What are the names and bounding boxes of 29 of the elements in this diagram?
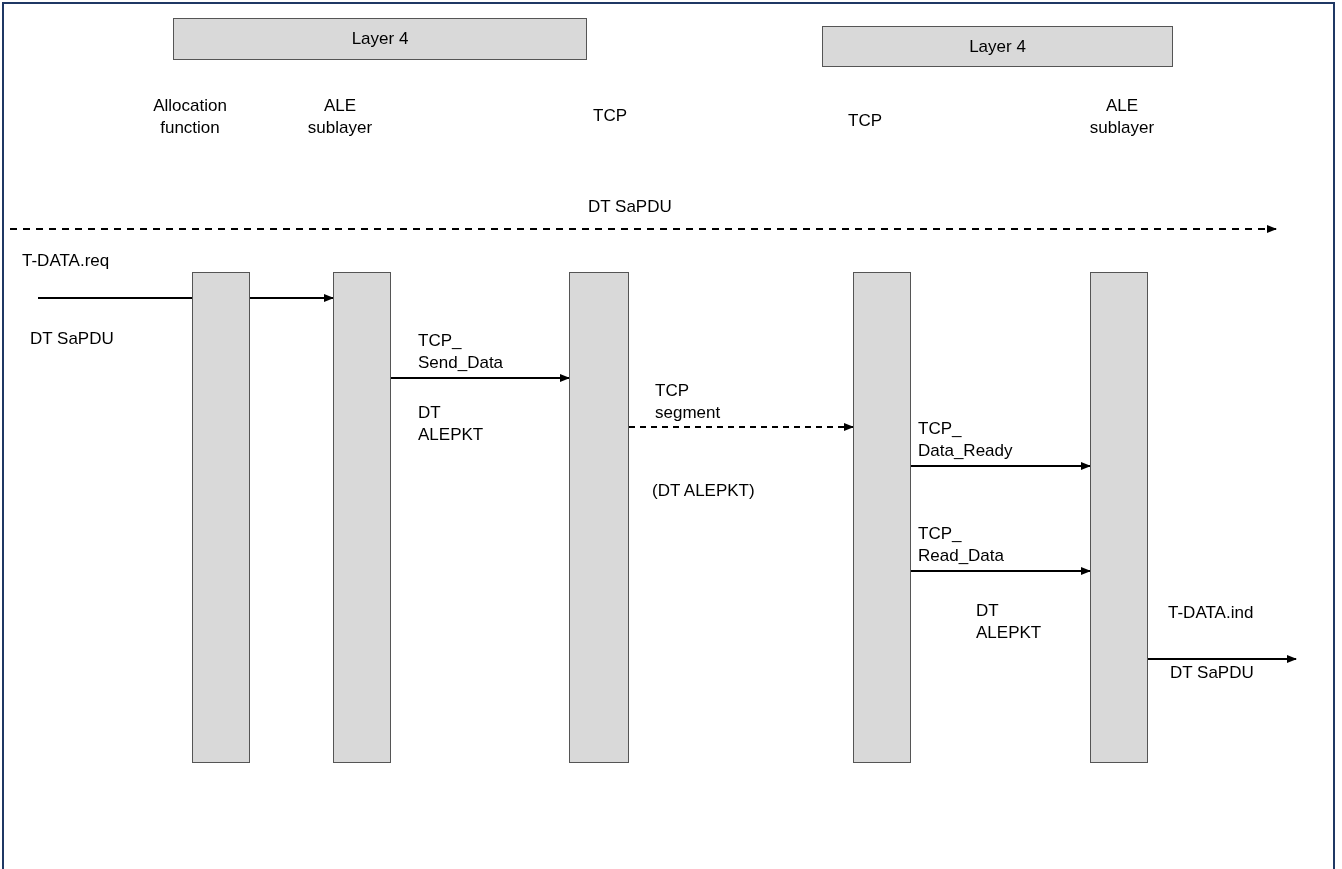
- edge-label: TCP_ Read_Data: [918, 523, 1005, 567]
- lifeline-heading: TCP: [593, 105, 627, 127]
- lifeline-bar: [569, 272, 629, 763]
- lifeline-heading: Allocation function: [152, 95, 228, 139]
- layer-box: Layer 4: [822, 26, 1173, 67]
- arrow: [1147, 655, 1297, 663]
- edge-label: TCP_ Data_Ready: [918, 418, 1014, 462]
- arrow: [628, 423, 854, 431]
- flow-label: DT SaPDU: [588, 196, 672, 218]
- lifeline-heading: ALE sublayer: [306, 95, 374, 139]
- arrow: [910, 567, 1091, 575]
- lifeline-bar: [1090, 272, 1148, 763]
- lifeline-heading: TCP: [848, 110, 882, 132]
- message-label: DT ALEPKT: [976, 600, 1043, 644]
- message-label: (DT ALEPKT): [652, 480, 755, 502]
- edge-label: T-DATA.req: [22, 250, 110, 272]
- lifeline-heading: ALE sublayer: [1088, 95, 1156, 139]
- edge-label: TCP segment: [655, 380, 722, 424]
- lifeline-bar: [192, 272, 250, 763]
- arrow: [910, 462, 1091, 470]
- edge-label: TCP_ Send_Data: [418, 330, 505, 374]
- arrow: [390, 374, 570, 382]
- message-label: DT SaPDU: [1170, 662, 1254, 684]
- layer-box: Layer 4: [173, 18, 587, 60]
- lifeline-bar: [333, 272, 391, 763]
- message-label: DT SaPDU: [30, 328, 114, 350]
- lifeline-bar: [853, 272, 911, 763]
- message-label: DT ALEPKT: [418, 402, 485, 446]
- edge-label: T-DATA.ind: [1168, 602, 1254, 624]
